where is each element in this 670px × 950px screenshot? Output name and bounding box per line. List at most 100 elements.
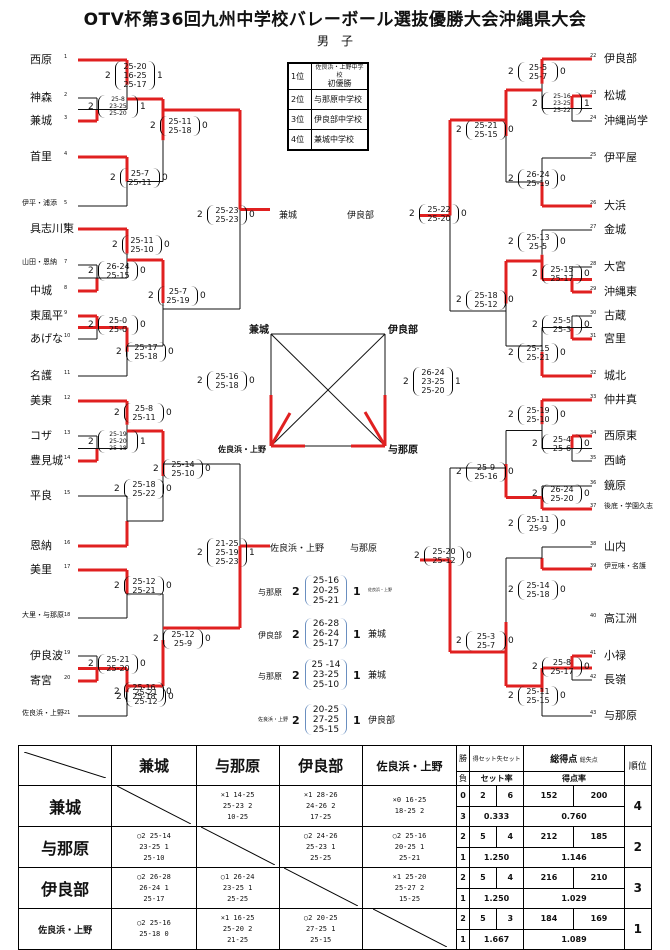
final-sets-a: 2 [292, 585, 300, 598]
right-score-lose: 0 [560, 67, 566, 77]
left-score-lose: 1 [249, 547, 255, 558]
left-score-win: 2 [88, 659, 94, 669]
left-team-number: 6 [64, 223, 68, 229]
final-score-bracket [305, 618, 347, 649]
left-score-win: 2 [150, 121, 156, 131]
rr-ptsrate: 0.760 [523, 805, 625, 827]
right-team-name: 小禄 [604, 649, 626, 662]
left-score-lose: 0 [200, 291, 206, 301]
right-team-number: 37 [590, 503, 597, 509]
right-score-lose: 0 [560, 174, 566, 184]
right-score-lose: 0 [461, 209, 467, 219]
left-score-win: 2 [110, 173, 116, 183]
rr-ptslose: 200 [573, 785, 625, 807]
right-score-bracket [419, 204, 459, 224]
right-team-number: 28 [590, 261, 597, 267]
rr-ptslose: 169 [573, 908, 625, 930]
left-score-win: 2 [197, 210, 203, 220]
rank-place-3: 3位 [288, 109, 312, 130]
right-team-name: 伊平屋 [604, 151, 637, 164]
left-team-number: 19 [64, 650, 71, 656]
final-team-b: 兼城 [368, 630, 387, 640]
left-team-name: 恩納 [30, 539, 52, 552]
right-team-name: 沖縄尚学 [604, 114, 648, 127]
right-team-number: 38 [590, 541, 597, 547]
right-score-sets: 25-21 25-15 [474, 121, 498, 139]
left-team-name: 中城 [30, 284, 52, 297]
left-score-bracket [98, 261, 138, 281]
left-score-lose: 0 [166, 581, 172, 591]
left-score-lose: 1 [157, 70, 163, 81]
rr-setwin: 5 [468, 867, 498, 889]
left-score-win: 2 [112, 240, 118, 250]
rr-result-cell [278, 867, 363, 909]
rr-result-score: ×0 16-25 18-25 2 [392, 796, 427, 815]
left-score-lose: 0 [205, 464, 211, 474]
left-score-sets: 25-7 25-11 [128, 169, 152, 187]
left-score-lose: 1 [140, 101, 146, 112]
left-score-lose: 0 [168, 347, 174, 357]
right-score-lose: 0 [560, 691, 566, 701]
diagonal-line [24, 751, 107, 778]
right-score-lose: 0 [584, 320, 590, 330]
left-score-sets: 25-12 25-21 [132, 577, 156, 595]
rank-team-4: 兼城中学校 [311, 129, 368, 150]
right-score-win: 2 [414, 551, 420, 561]
rr-rank: 3 [623, 867, 653, 909]
right-score-bracket [542, 657, 582, 677]
right-score-lose: 0 [508, 295, 514, 305]
rr-rank: 1 [623, 908, 653, 950]
left-score-bracket [207, 205, 247, 225]
rr-result-score: ○2 25-16 25-18 0 [137, 919, 171, 938]
rr-col-header: 与那原 [195, 745, 280, 786]
rr-result-cell [111, 785, 197, 827]
final-score-bracket [305, 575, 347, 606]
rr-row-team: 佐良浜・上野 [17, 908, 113, 950]
right-score-bracket [518, 514, 558, 534]
rr-result-cell: ○2 24-26 25-23 1 25-25 [278, 826, 363, 868]
rr-diagonal-header [17, 745, 113, 786]
right-score-lose: 0 [560, 585, 566, 595]
rr-result-score: ×1 28-26 24-26 2 17-25 [303, 790, 338, 821]
right-score-lose: 1 [584, 98, 590, 109]
right-score-lose: 0 [508, 636, 514, 646]
rr-result-cell: ×1 16-25 25-20 2 21-25 [195, 908, 280, 950]
rr-result-score: ×1 16-25 25-20 2 21-25 [220, 913, 255, 944]
left-team-name: 伊良波 [30, 649, 63, 662]
rr-wins: 2 [456, 908, 470, 930]
right-team-name: 長嶺 [604, 673, 626, 686]
rank-place-4: 4位 [288, 129, 312, 150]
rr-rank: 4 [623, 785, 653, 827]
right-score-win: 2 [508, 237, 514, 247]
left-score-lose: 0 [249, 376, 255, 386]
rr-ptswin: 216 [523, 867, 575, 889]
left-score-bracket [158, 286, 198, 306]
right-score-lose: 0 [560, 348, 566, 358]
left-score-bracket [124, 403, 164, 423]
right-team-name: 鏡原 [604, 479, 626, 492]
final-sets-b: 1 [353, 714, 361, 727]
right-score-lose: 0 [508, 125, 514, 135]
rr-ptsrate: 1.089 [523, 928, 625, 950]
final-sets-a: 2 [292, 628, 300, 641]
right-score-lose: 1 [455, 376, 461, 387]
right-score-win: 2 [403, 376, 409, 387]
final-sets-b: 1 [353, 669, 361, 682]
left-score-sets: 25-8 23-25 25-20 [109, 96, 127, 117]
rr-result-cell: ×1 25-20 25-27 2 15-25 [361, 867, 458, 909]
rr-result-score: ×1 14-25 25-23 2 10-25 [220, 790, 255, 821]
rr-h-ptsrate: 得点率 [523, 771, 625, 786]
rr-col-header: 佐良浜・上野 [361, 745, 458, 786]
left-team-name: コザ [30, 429, 52, 442]
left-score-win: 2 [114, 408, 120, 418]
left-score-sets: 25-11 25-18 [168, 117, 192, 135]
right-score-win: 2 [456, 636, 462, 646]
rr-wins: 2 [456, 826, 470, 848]
right-score-win: 2 [532, 98, 538, 109]
rr-result-score: ○2 24-26 25-23 1 25-25 [303, 831, 338, 862]
left-team-name: 神森 [30, 91, 52, 104]
left-score-bracket [120, 168, 160, 188]
left-team-number: 5 [64, 200, 68, 206]
left-team-number: 8 [64, 285, 68, 291]
rr-result-score: ○1 26-24 23-25 1 25-25 [220, 872, 255, 903]
